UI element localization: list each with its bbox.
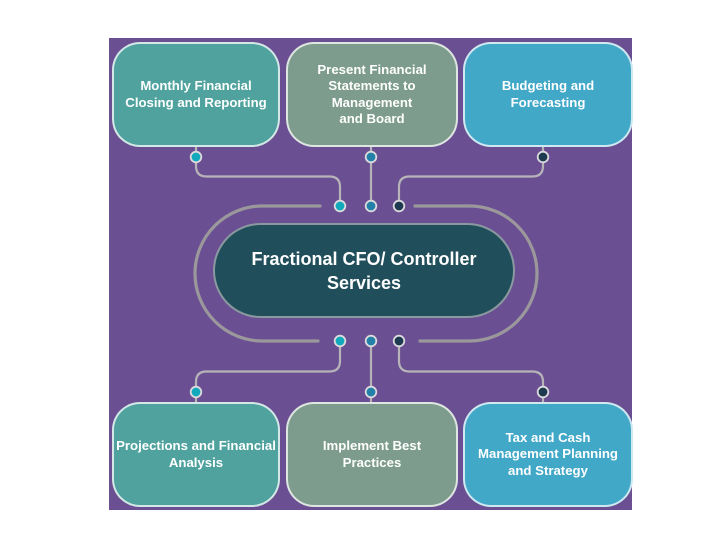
node-monthly-financial-closing: Monthly Financial Closing and Reporting <box>112 42 280 147</box>
node-present-financial-statements: Present Financial Statements to Manageme… <box>286 42 458 147</box>
center-title: Fractional CFO/ Controller Services <box>251 248 477 293</box>
dot-top-left-box <box>189 150 203 164</box>
dot-bottom-center-box <box>364 385 378 399</box>
stadium-outline-left <box>193 204 322 343</box>
connector-line-top-right <box>397 145 545 208</box>
connector-line-top-left <box>194 145 342 208</box>
connector-line-bottom-left <box>194 339 342 404</box>
dot-top-right-hub <box>392 199 406 213</box>
stadium-outline-right <box>413 204 539 343</box>
dot-bottom-right-box <box>536 385 550 399</box>
dot-top-center-box <box>364 150 378 164</box>
dot-bottom-left-box <box>189 385 203 399</box>
dot-bottom-right-hub <box>392 334 406 348</box>
dot-top-center-hub <box>364 199 378 213</box>
node-label: Monthly Financial Closing and Reporting <box>125 78 267 110</box>
dot-top-right-box <box>536 150 550 164</box>
node-label: Present Financial Statements to Manageme… <box>317 61 427 127</box>
node-label: Projections and Financial Analysis <box>116 438 276 470</box>
dot-bottom-left-hub <box>333 334 347 348</box>
node-label: Implement Best Practices <box>322 438 422 470</box>
center-pill-fractional-cfo: Fractional CFO/ Controller Services <box>213 223 515 318</box>
dot-bottom-center-hub <box>364 334 378 348</box>
node-label: Tax and Cash Management Planning and Str… <box>478 429 618 478</box>
node-implement-best-practices: Implement Best Practices <box>286 402 458 507</box>
node-tax-cash-management-planning: Tax and Cash Management Planning and Str… <box>463 402 633 507</box>
dot-top-left-hub <box>333 199 347 213</box>
node-label: Budgeting and Forecasting <box>501 78 595 110</box>
node-budgeting-and-forecasting: Budgeting and Forecasting <box>463 42 633 147</box>
node-projections-financial-analysis: Projections and Financial Analysis <box>112 402 280 507</box>
connector-line-bottom-right <box>397 339 545 404</box>
